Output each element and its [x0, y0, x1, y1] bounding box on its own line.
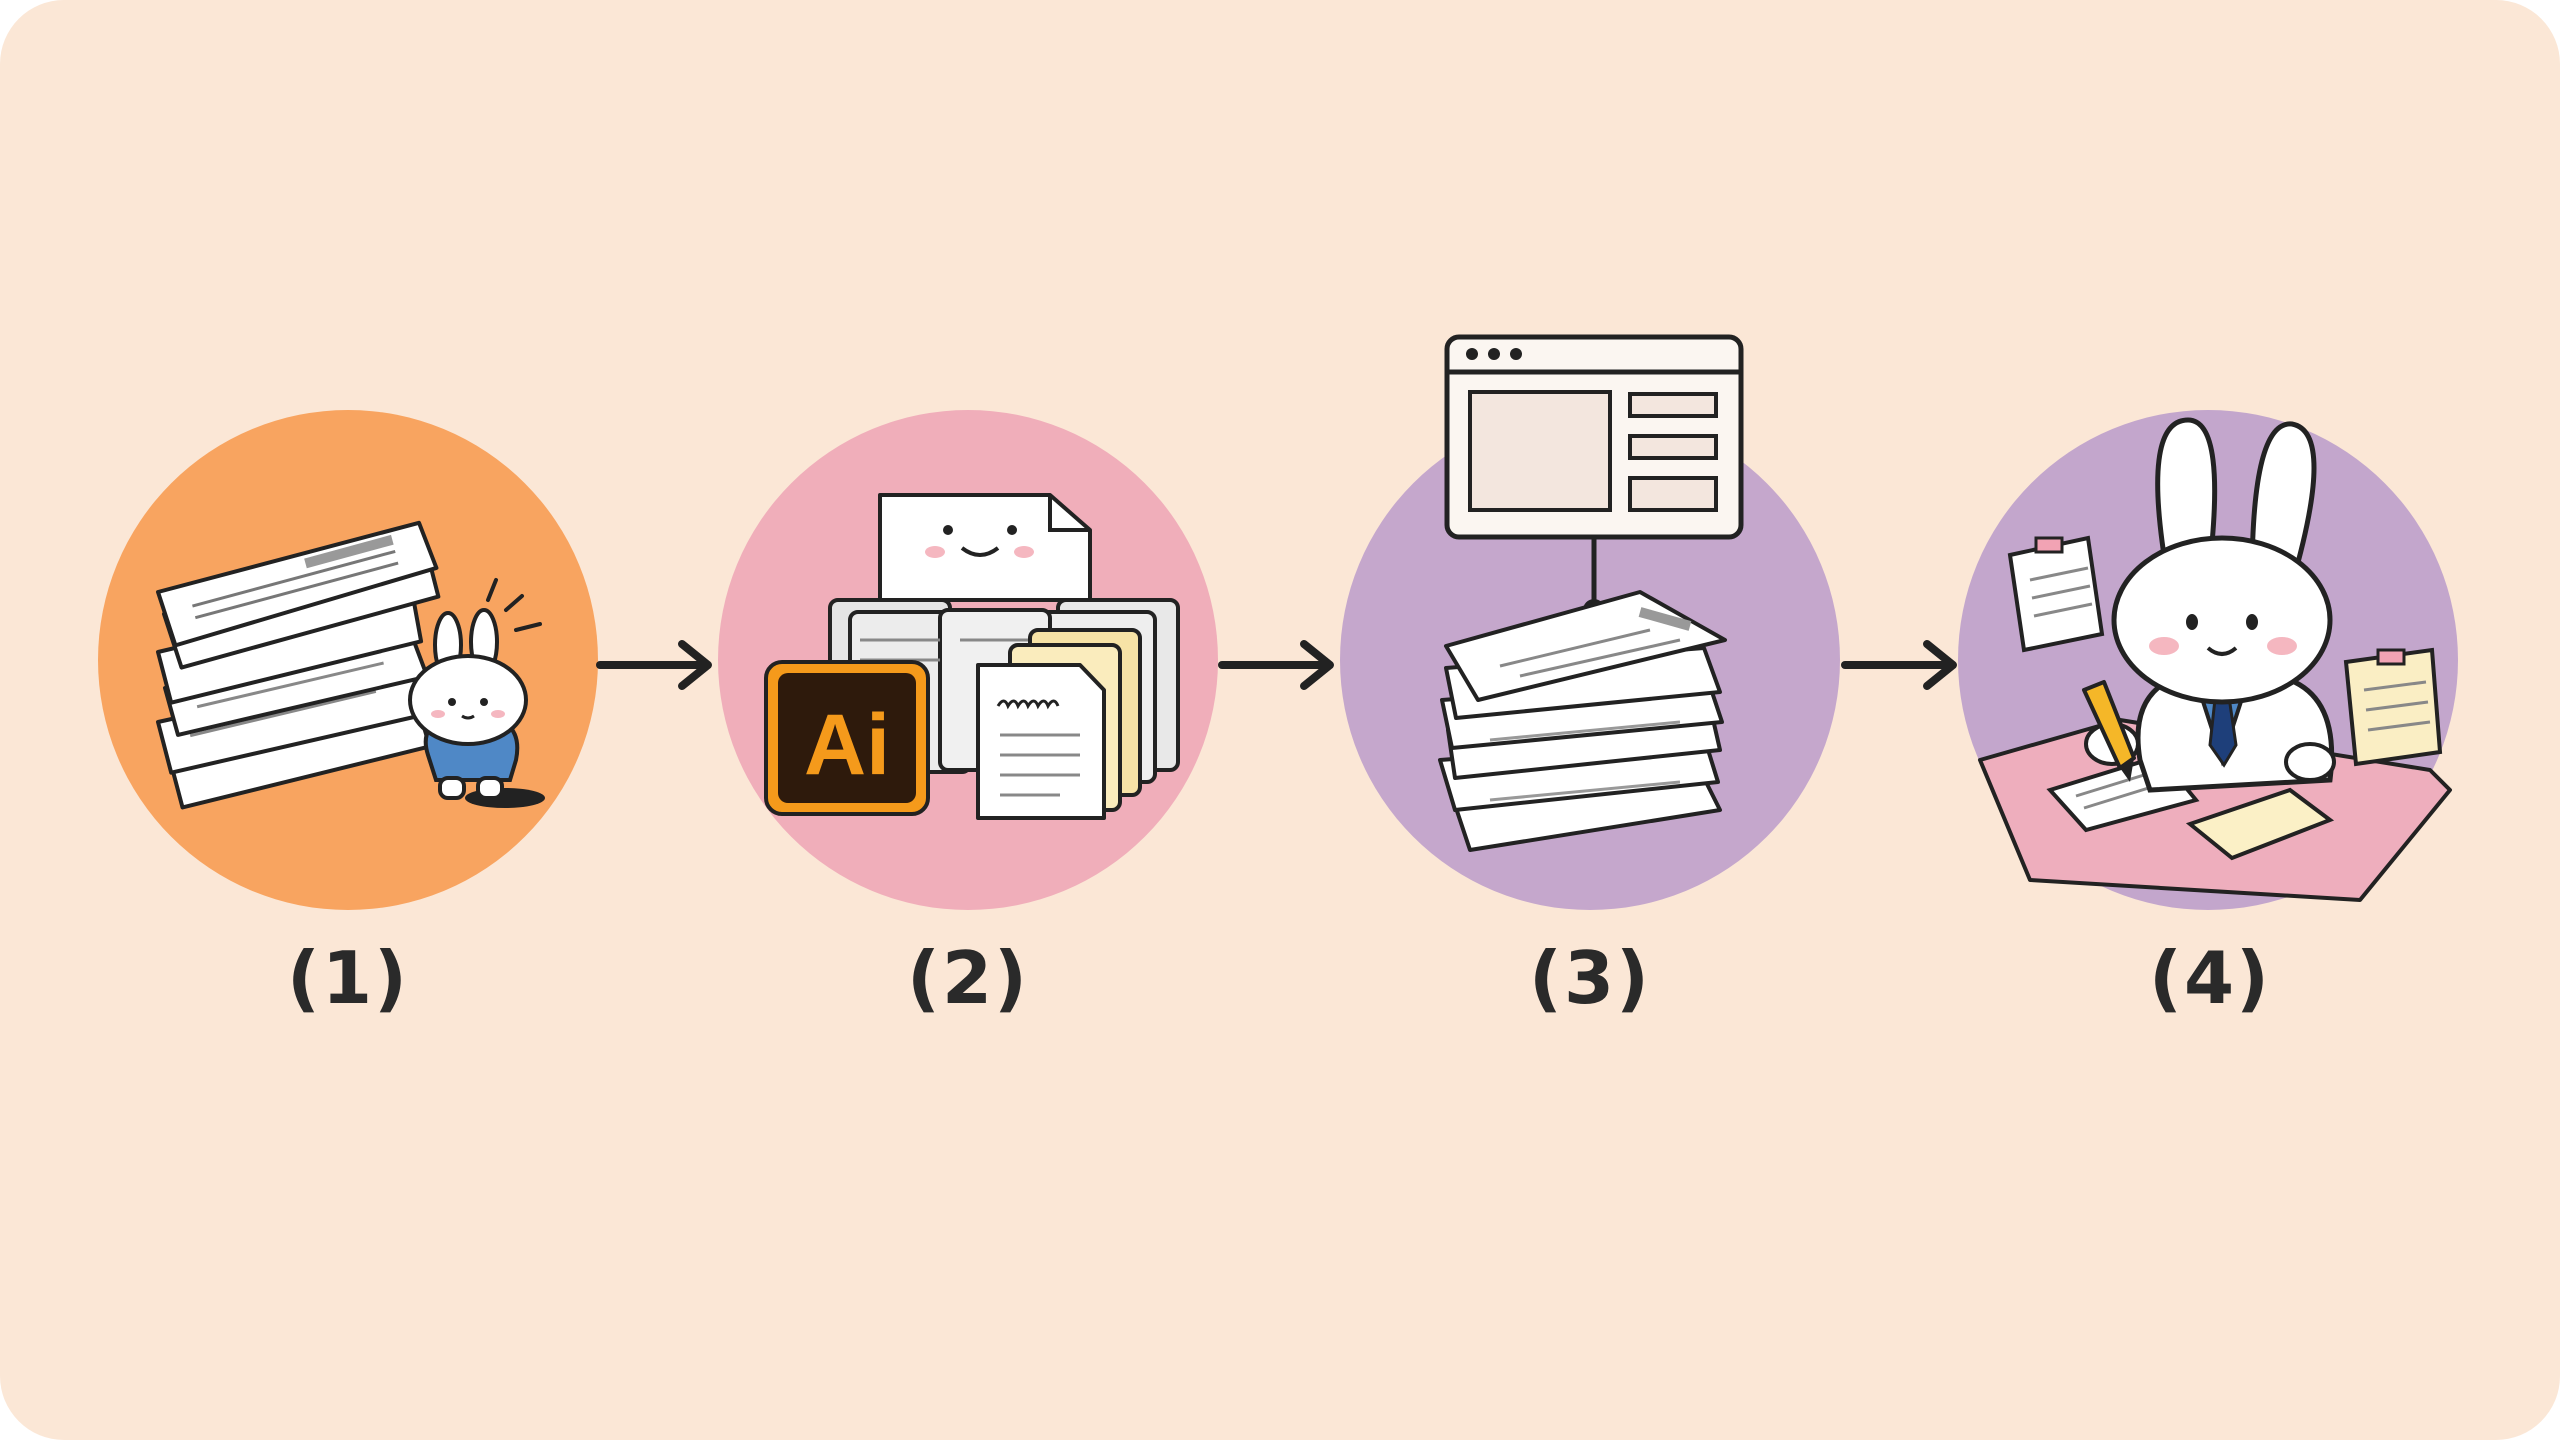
pencil-icon [2082, 680, 2136, 782]
ai-logo-text: Ai [804, 697, 890, 793]
right-arrow-icon [1218, 640, 1334, 690]
right-arrow-icon [1841, 640, 1957, 690]
clipboard-note-icon [2343, 647, 2443, 767]
step-3-label: (3) [1529, 936, 1651, 1020]
step-1 [98, 410, 598, 910]
smiling-document-icon [878, 493, 1092, 602]
step-4 [1958, 410, 2458, 910]
document-stack-icon [1438, 590, 1727, 852]
ai-logo-icon: Ai [764, 660, 930, 816]
step-1-label: (1) [287, 936, 409, 1020]
clipboard-note-icon [2007, 535, 2105, 653]
step-3 [1340, 334, 1840, 910]
step-2-label: (2) [907, 936, 1029, 1020]
bunny-icon [408, 578, 545, 808]
right-arrow-icon [596, 640, 712, 690]
step-4-label: (4) [2149, 936, 2271, 1020]
bunny-doctor-icon [2082, 417, 2336, 793]
step-2: Ai [718, 410, 1218, 910]
ui-window-icon [1444, 334, 1744, 621]
text-document-icon [976, 663, 1106, 820]
